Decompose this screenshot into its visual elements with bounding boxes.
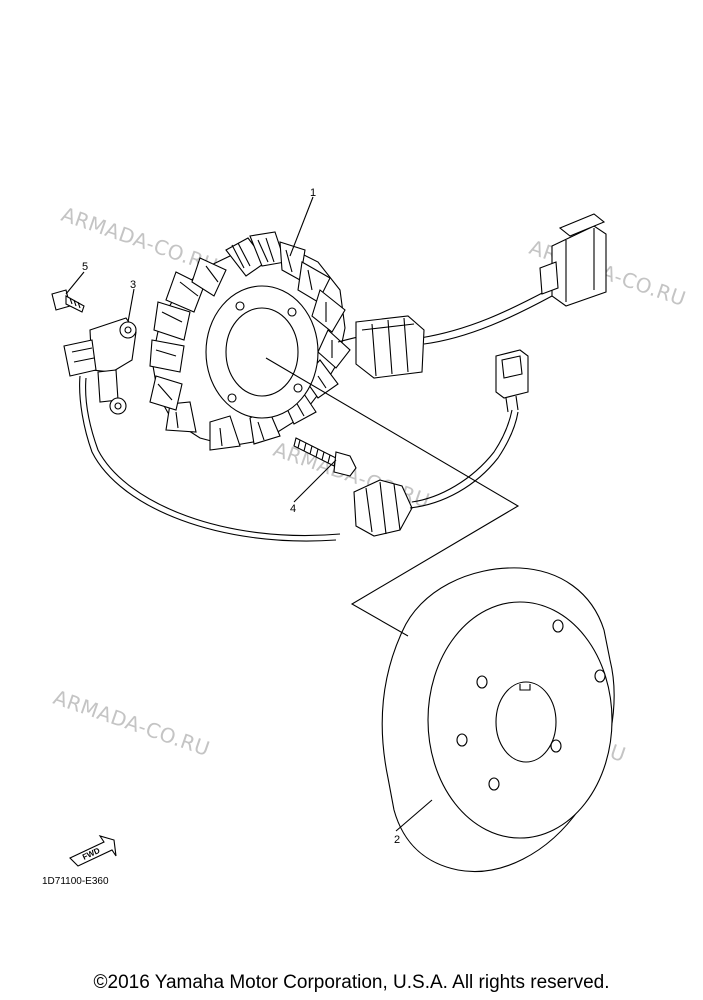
fwd-arrow-icon: FWD: [69, 835, 117, 867]
bolt: [293, 437, 357, 477]
callout-1: 1: [310, 187, 316, 199]
rotor-flywheel: [381, 567, 615, 873]
pickup-coil: [63, 317, 137, 415]
lead-connector: [495, 349, 529, 413]
callout-leaders: [65, 196, 433, 832]
callout-4: 4: [290, 503, 296, 515]
pickup-coil-lead: [79, 375, 341, 542]
stator-connector: [355, 315, 425, 379]
watermark: ARMADA-CO.RU: [50, 685, 213, 761]
grommet: [353, 409, 519, 537]
coupler-connector: [539, 213, 607, 307]
callout-3: 3: [130, 279, 136, 291]
copyright-text: ©2016 Yamaha Motor Corporation, U.S.A. A…: [93, 972, 610, 993]
callout-2: 2: [394, 834, 400, 846]
screw: [51, 289, 85, 313]
stator-coil: [149, 231, 351, 451]
callout-5: 5: [82, 261, 88, 273]
assembly-lines: [265, 357, 520, 637]
part-code: 1D71100-E360: [42, 876, 109, 887]
